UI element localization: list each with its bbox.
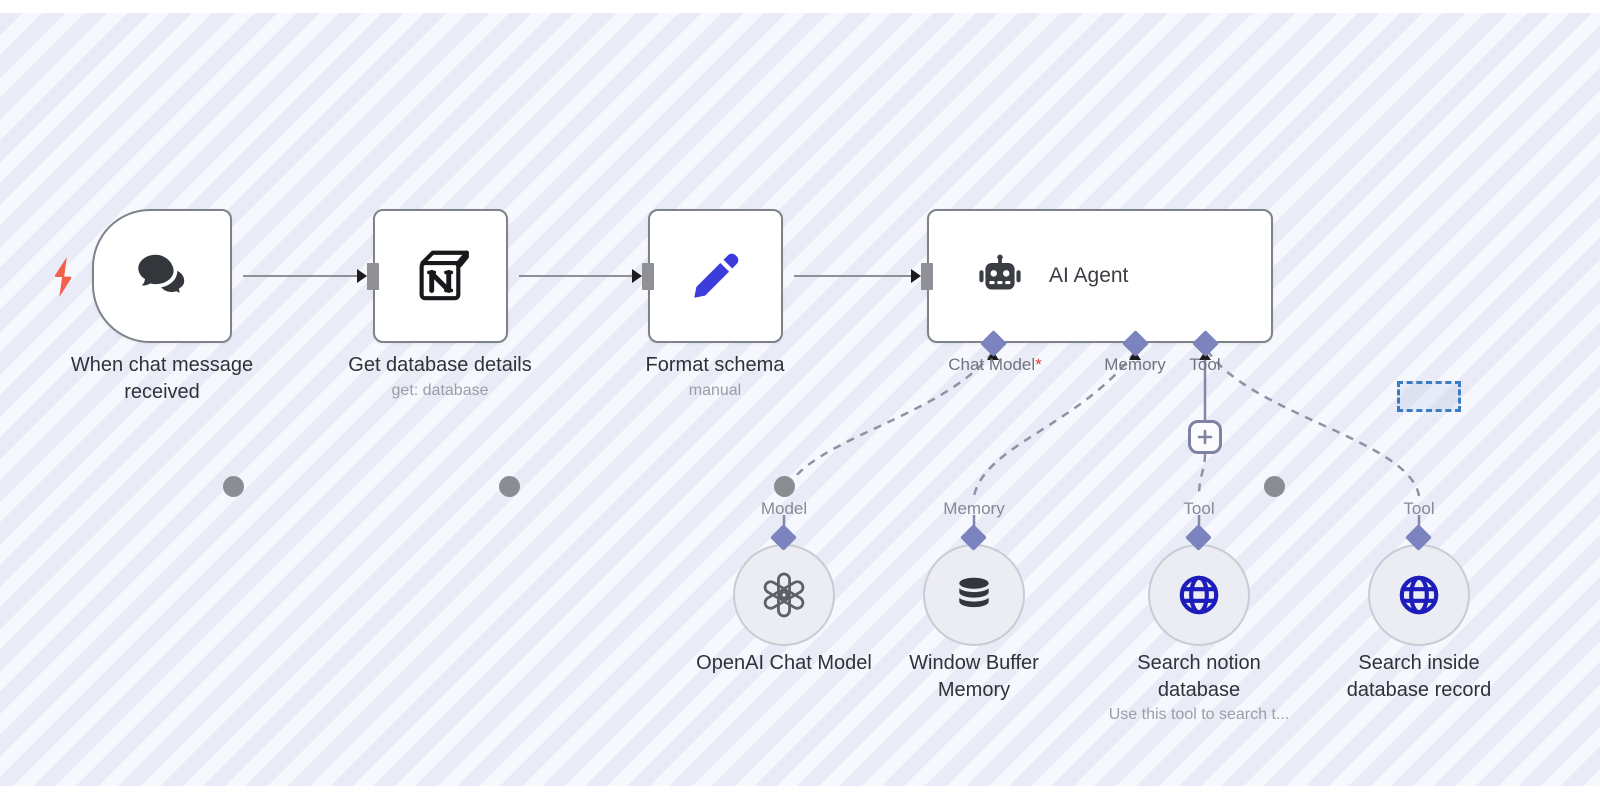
output-port[interactable]: [499, 476, 520, 497]
node-search-notion-database[interactable]: [1148, 544, 1250, 646]
node-subtitle: manual: [688, 382, 742, 399]
arrowhead-icon: [357, 269, 367, 283]
port-label-model: Model: [760, 499, 808, 518]
arrowhead-icon: [911, 269, 921, 283]
connection-tool-2: [1205, 349, 1421, 497]
plus-icon: [1197, 429, 1213, 445]
node-window-buffer-memory[interactable]: [923, 544, 1025, 646]
node-subtitle: Use this tool to search t...: [1108, 706, 1290, 723]
output-port[interactable]: [223, 476, 244, 497]
port-label-memory: Memory: [943, 499, 1005, 518]
pencil-icon: [687, 247, 745, 305]
node-label: Get database details: [348, 354, 532, 376]
canvas-stripe-background: [0, 13, 1600, 786]
node-label: Search notion database: [1137, 652, 1261, 701]
port-label-tool: Tool: [1189, 355, 1221, 374]
openai-icon: [760, 571, 808, 619]
port-label-tool: Tool: [1403, 499, 1435, 518]
node-title: AI Agent: [1049, 264, 1129, 287]
globe-icon: [1175, 571, 1223, 619]
database-icon: [952, 573, 996, 617]
input-port[interactable]: [642, 263, 654, 290]
connection-tool-1-lower: [1197, 453, 1207, 497]
node-label: Search inside database record: [1346, 652, 1492, 701]
robot-icon: [975, 251, 1025, 301]
node-when-chat-message-received[interactable]: [92, 209, 244, 497]
node-label: When chat message received: [70, 354, 254, 403]
port-label-tool: Tool: [1183, 499, 1215, 518]
input-port[interactable]: [921, 263, 933, 290]
globe-icon: [1395, 571, 1443, 619]
output-port[interactable]: [774, 476, 795, 497]
node-label: Window Buffer Memory: [909, 652, 1039, 701]
node-subtitle: get: database: [391, 382, 489, 399]
port-label-memory: Memory: [1104, 355, 1166, 374]
connection-chat-model: [782, 351, 994, 497]
notion-icon: [410, 245, 472, 307]
connection-memory: [972, 351, 1136, 497]
chat-bubbles-icon: [133, 247, 191, 305]
node-ai-agent[interactable]: AI Agent: [927, 209, 1285, 497]
port-label-chat-model: Chat Model*: [948, 355, 1042, 374]
node-openai-chat-model[interactable]: [733, 544, 835, 646]
node-get-database-details[interactable]: [367, 209, 520, 497]
node-format-schema[interactable]: [648, 209, 795, 497]
selection-marquee: [1397, 381, 1461, 412]
lightning-bolt-icon: [50, 255, 76, 304]
arrowhead-icon: [632, 269, 642, 283]
input-port[interactable]: [367, 263, 379, 290]
node-search-inside-database-record[interactable]: [1368, 544, 1470, 646]
required-marker: *: [1035, 355, 1042, 374]
node-label: Format schema: [645, 354, 785, 376]
add-tool-button[interactable]: [1188, 420, 1222, 454]
node-label: OpenAI Chat Model: [696, 652, 872, 674]
output-port[interactable]: [1264, 476, 1285, 497]
